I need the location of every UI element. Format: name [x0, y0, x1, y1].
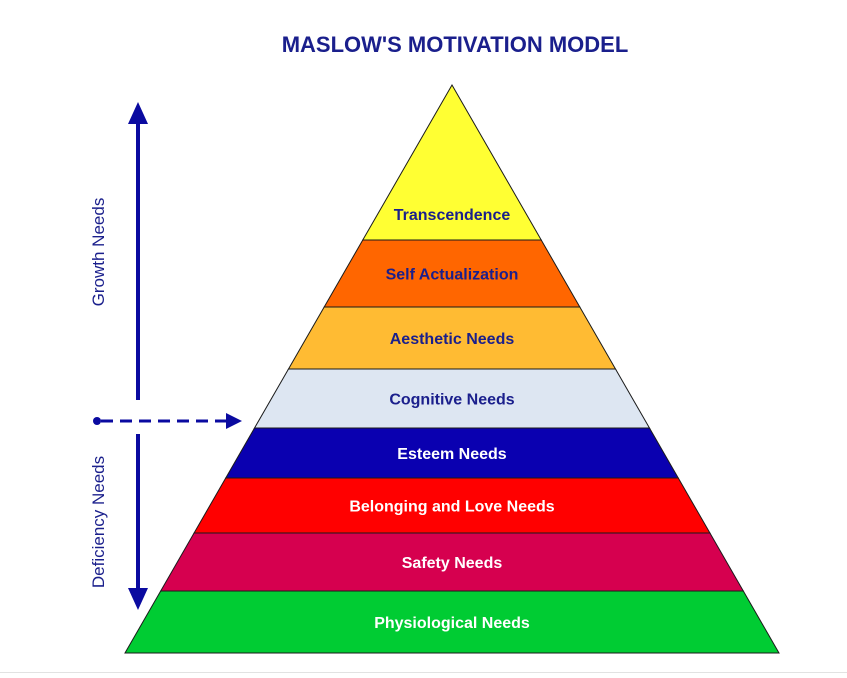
deficiency-needs-label: Deficiency Needs [89, 456, 108, 588]
level-label-cognitive-needs: Cognitive Needs [389, 392, 514, 409]
level-label-esteem-needs: Esteem Needs [397, 446, 506, 463]
level-label-aesthetic-needs: Aesthetic Needs [390, 331, 515, 348]
growth-needs-indicator: Growth Needs [89, 102, 148, 400]
bottom-divider [0, 672, 847, 673]
growth-arrow-up-icon [128, 102, 148, 124]
deficiency-arrow-down-icon [128, 588, 148, 610]
level-label-belonging-and-love-needs: Belonging and Love Needs [349, 499, 554, 516]
divider-arrow-right-icon [226, 413, 242, 429]
level-label-self-actualization: Self Actualization [386, 267, 519, 284]
diagram-title: MASLOW'S MOTIVATION MODEL [282, 32, 629, 57]
level-label-safety-needs: Safety Needs [402, 555, 503, 572]
level-label-physiological-needs: Physiological Needs [374, 615, 530, 632]
pyramid-level-physiological-needs [124, 590, 780, 654]
deficiency-needs-indicator: Deficiency Needs [89, 434, 148, 610]
divider-dot [93, 417, 101, 425]
growth-needs-label: Growth Needs [89, 198, 108, 307]
divider-indicator [93, 413, 242, 429]
level-label-transcendence: Transcendence [394, 207, 511, 224]
